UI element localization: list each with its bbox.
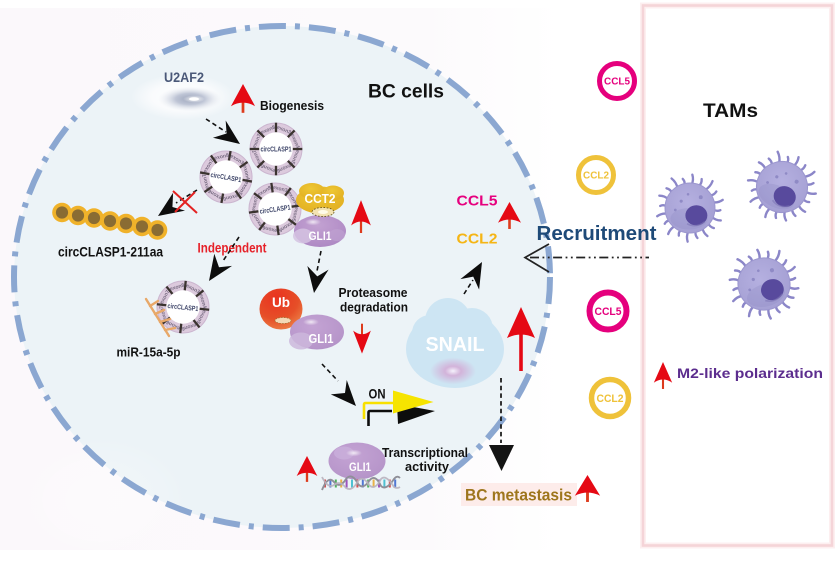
svg-text:Biogenesis: Biogenesis xyxy=(260,98,324,113)
svg-text:Proteasome: Proteasome xyxy=(339,285,408,300)
svg-text:SNAIL: SNAIL xyxy=(426,334,485,356)
svg-text:CCL2: CCL2 xyxy=(597,393,624,405)
svg-text:U2AF2: U2AF2 xyxy=(164,69,204,85)
svg-text:BC cells: BC cells xyxy=(368,82,444,103)
svg-text:GLI1: GLI1 xyxy=(309,229,332,243)
svg-text:miR-15a-5p: miR-15a-5p xyxy=(117,345,181,360)
svg-text:Recruitment: Recruitment xyxy=(537,223,657,245)
svg-text:Ub: Ub xyxy=(272,295,290,310)
svg-text:GLI1: GLI1 xyxy=(309,332,334,346)
svg-text:Transcriptional: Transcriptional xyxy=(382,446,468,460)
svg-text:CCT2: CCT2 xyxy=(305,191,336,206)
svg-text:activity: activity xyxy=(405,460,449,474)
svg-text:ON: ON xyxy=(369,387,386,402)
svg-text:CCL5: CCL5 xyxy=(604,76,630,88)
svg-text:CCL2: CCL2 xyxy=(583,170,609,182)
svg-text:GLI1: GLI1 xyxy=(349,462,372,474)
svg-text:CCL5: CCL5 xyxy=(595,306,622,318)
svg-text:CCL5: CCL5 xyxy=(457,193,498,210)
svg-text:BC metastasis: BC metastasis xyxy=(465,486,572,505)
svg-text:degradation: degradation xyxy=(340,300,408,315)
svg-text:M2-like polarization: M2-like polarization xyxy=(677,365,823,381)
svg-text:TAMs: TAMs xyxy=(703,101,758,122)
svg-text:CCL2: CCL2 xyxy=(457,231,498,248)
svg-text:circCLASP1-211aa: circCLASP1-211aa xyxy=(58,244,163,260)
svg-text:Independent: Independent xyxy=(198,240,267,256)
